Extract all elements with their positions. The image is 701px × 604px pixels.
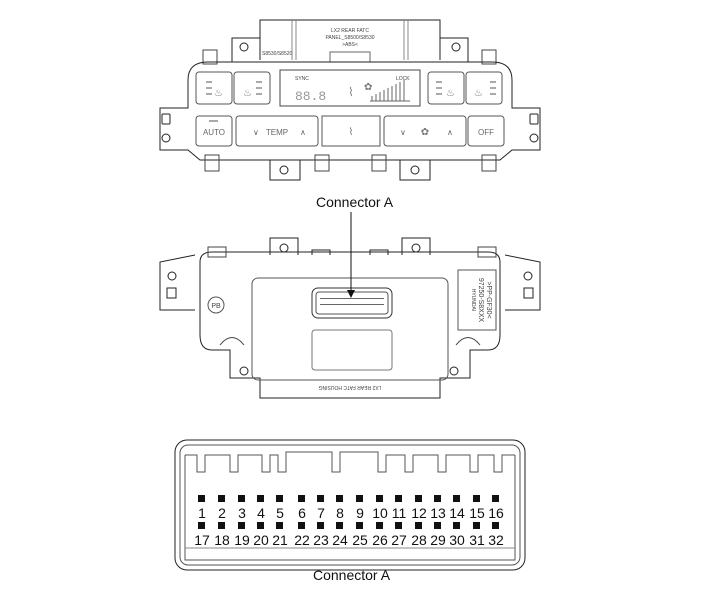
panel-label-line3: >ABS< bbox=[342, 42, 358, 48]
temp-down-icon[interactable]: ∨ bbox=[253, 128, 259, 137]
seat-heat-icon: ♨ bbox=[243, 88, 252, 99]
seat-heat-icon: ♨ bbox=[446, 88, 455, 99]
pin-8: 8 bbox=[336, 505, 344, 521]
pin-13: 13 bbox=[430, 505, 446, 521]
pin-21: 21 bbox=[272, 532, 288, 548]
pin-15: 15 bbox=[469, 505, 485, 521]
connector-caption: Connector A bbox=[313, 567, 391, 583]
housing-bottom-label: LX2 REAR FATC HOUSING bbox=[319, 384, 382, 390]
fan-up-icon[interactable]: ∧ bbox=[447, 128, 453, 137]
pin-4: 4 bbox=[257, 505, 265, 521]
display-temp-digits: 88.8 bbox=[295, 89, 326, 104]
seat-heat-icon: ♨ bbox=[214, 88, 223, 99]
pin-19: 19 bbox=[234, 532, 250, 548]
pin-17: 17 bbox=[194, 532, 210, 548]
pin-20: 20 bbox=[253, 532, 269, 548]
part-label-line2: 97250-S8XXX bbox=[477, 278, 484, 323]
airflow-icon: ⌇ bbox=[348, 85, 354, 99]
callout-label: Connector A bbox=[316, 194, 394, 210]
auto-button[interactable]: AUTO bbox=[203, 128, 225, 137]
pin-1: 1 bbox=[198, 505, 206, 521]
pin-31: 31 bbox=[469, 532, 485, 548]
pin-32: 32 bbox=[488, 532, 504, 548]
pin-7: 7 bbox=[317, 505, 325, 521]
panel-label-line2: PANEL_S8500/S8530 bbox=[325, 35, 374, 41]
part-label-line1: HYUNDAI bbox=[470, 289, 476, 312]
pin-16: 16 bbox=[488, 505, 504, 521]
pin-10: 10 bbox=[372, 505, 388, 521]
connector-face bbox=[174, 439, 526, 571]
pin-25: 25 bbox=[352, 532, 368, 548]
connector-pin-squares bbox=[198, 495, 499, 529]
pin-23: 23 bbox=[313, 532, 329, 548]
fan-icon: ✿ bbox=[364, 82, 372, 93]
fan-down-icon[interactable]: ∨ bbox=[400, 128, 406, 137]
panel-side-label: S8530/S8520 bbox=[262, 51, 293, 57]
airflow-mode-button[interactable]: ⌇ bbox=[349, 127, 354, 138]
pin-30: 30 bbox=[449, 532, 465, 548]
pin-18: 18 bbox=[214, 532, 230, 548]
pin-26: 26 bbox=[372, 532, 388, 548]
connector-pins-small bbox=[320, 298, 384, 305]
off-button[interactable]: OFF bbox=[478, 128, 494, 137]
pin-28: 28 bbox=[411, 532, 427, 548]
fan-icon: ✿ bbox=[421, 127, 429, 138]
display-sync: SYNC bbox=[295, 76, 309, 82]
pin-24: 24 bbox=[332, 532, 348, 548]
pin-22: 22 bbox=[294, 532, 310, 548]
pin-numbers-row1: 1 2 3 4 5 6 7 8 9 10 11 12 13 14 15 16 bbox=[198, 505, 504, 521]
callout-arrow-icon bbox=[347, 290, 355, 298]
part-label-line3: >PP-GF30< bbox=[485, 281, 492, 318]
pin-29: 29 bbox=[430, 532, 446, 548]
pb-mark: PB bbox=[211, 303, 221, 310]
pin-numbers-row2: 17 18 19 20 21 22 23 24 25 26 27 28 29 3… bbox=[194, 532, 504, 548]
pin-9: 9 bbox=[356, 505, 364, 521]
rear-housing bbox=[159, 212, 541, 399]
pin-3: 3 bbox=[238, 505, 246, 521]
pin-11: 11 bbox=[392, 505, 407, 521]
pin-5: 5 bbox=[276, 505, 284, 521]
panel-label-line1: LX2 REAR FATC bbox=[331, 28, 369, 34]
pin-14: 14 bbox=[449, 505, 465, 521]
pin-27: 27 bbox=[391, 532, 407, 548]
temp-label: TEMP bbox=[266, 128, 288, 137]
front-panel bbox=[159, 19, 541, 181]
temp-up-icon[interactable]: ∧ bbox=[300, 128, 306, 137]
display-lock: LOCK bbox=[396, 76, 410, 82]
seat-heat-icon: ♨ bbox=[474, 88, 483, 99]
pin-2: 2 bbox=[218, 505, 226, 521]
pin-6: 6 bbox=[298, 505, 306, 521]
pin-12: 12 bbox=[411, 505, 427, 521]
